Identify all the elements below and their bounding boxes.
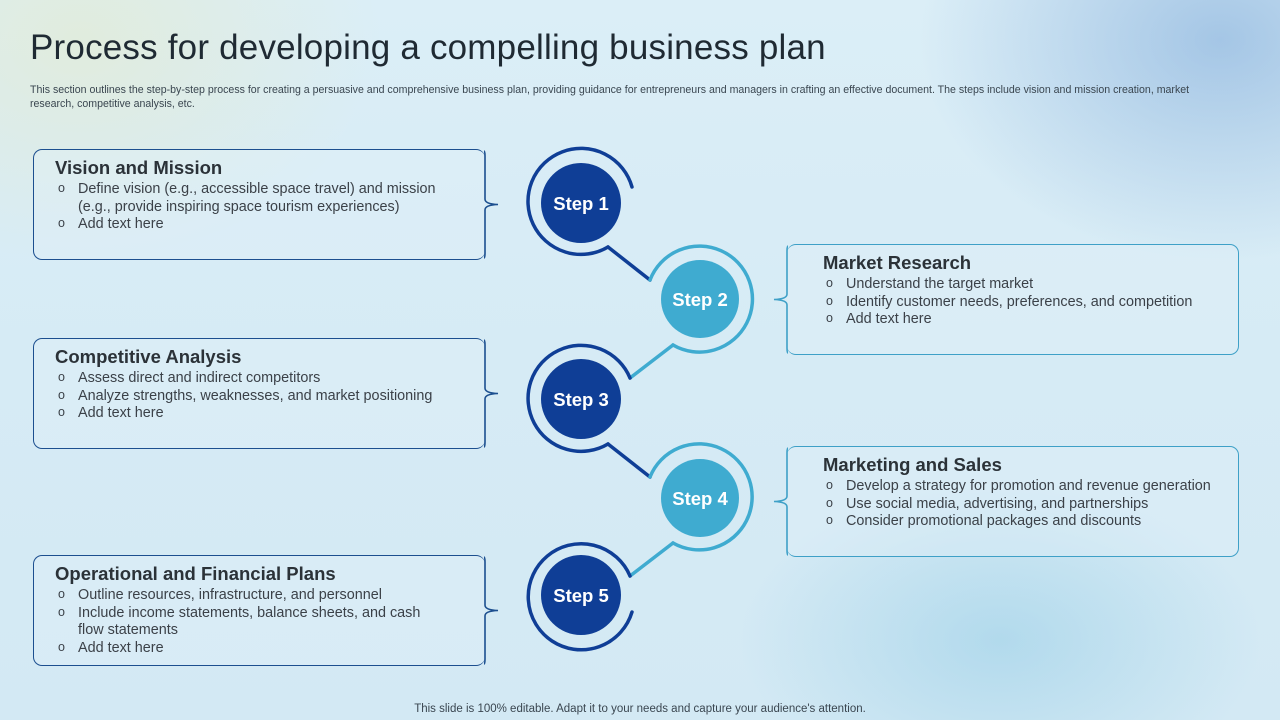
- list-item: Assess direct and indirect competitors: [55, 369, 445, 388]
- card-bullet-list: Assess direct and indirect competitors A…: [55, 369, 445, 423]
- connector-2-3: [628, 343, 675, 380]
- step-1-circle: [541, 163, 621, 243]
- card-operational-and-financial-plans: Operational and Financial Plans Outline …: [33, 555, 499, 666]
- step-2-circle: [661, 260, 739, 338]
- card-market-research: Market Research Understand the target ma…: [773, 244, 1239, 355]
- footer-note: This slide is 100% editable. Adapt it to…: [414, 703, 866, 715]
- list-item: Analyze strengths, weaknesses, and marke…: [55, 387, 445, 406]
- list-item: Add text here: [55, 639, 445, 658]
- step-4-circle: [661, 459, 739, 537]
- list-item: Add text here: [55, 215, 445, 234]
- card-bullet-list: Develop a strategy for promotion and rev…: [823, 477, 1218, 531]
- step-5-ring: [526, 542, 634, 652]
- card-heading: Marketing and Sales: [823, 454, 1002, 475]
- connector-1-2: [606, 245, 652, 282]
- card-bracket: [773, 245, 788, 354]
- list-item: Add text here: [823, 310, 1218, 329]
- card-heading: Vision and Mission: [55, 157, 223, 178]
- connector-4-5: [628, 541, 675, 578]
- card-bullet-list: Outline resources, infrastructure, and p…: [55, 586, 445, 658]
- list-item: Develop a strategy for promotion and rev…: [823, 477, 1218, 496]
- card-bullet-list: Understand the target market Identify cu…: [823, 275, 1218, 329]
- step-3-circle: [541, 359, 621, 439]
- card-bracket: [484, 150, 499, 259]
- step-4-label: Step 4: [672, 488, 728, 509]
- card-vision-and-mission: Vision and Mission Define vision (e.g., …: [33, 149, 499, 260]
- card-heading: Market Research: [823, 252, 972, 273]
- card-bracket: [484, 339, 499, 448]
- list-item: Define vision (e.g., accessible space tr…: [55, 180, 445, 216]
- card-marketing-and-sales: Marketing and Sales Develop a strategy f…: [773, 446, 1239, 557]
- card-heading: Competitive Analysis: [55, 346, 242, 367]
- step-4-ring: [648, 442, 754, 552]
- list-item: Understand the target market: [823, 275, 1218, 294]
- card-heading: Operational and Financial Plans: [55, 563, 336, 584]
- step-2-ring: [648, 244, 755, 354]
- list-item: Outline resources, infrastructure, and p…: [55, 586, 445, 605]
- list-item: Include income statements, balance sheet…: [55, 604, 445, 640]
- step-1-label: Step 1: [553, 193, 609, 214]
- list-item: Identify customer needs, preferences, an…: [823, 293, 1218, 312]
- card-bracket: [484, 556, 499, 665]
- step-2-label: Step 2: [672, 289, 728, 310]
- list-item: Add text here: [55, 404, 445, 423]
- card-bracket: [773, 447, 788, 556]
- card-competitive-analysis: Competitive Analysis Assess direct and i…: [33, 338, 499, 449]
- step-5-label: Step 5: [553, 585, 609, 606]
- connector-3-4: [606, 442, 652, 479]
- step-3-label: Step 3: [553, 389, 609, 410]
- step-5-circle: [541, 555, 621, 635]
- page-subtitle: This section outlines the step-by-step p…: [30, 84, 1190, 110]
- step-3-ring: [526, 343, 632, 454]
- page-title: Process for developing a compelling busi…: [30, 28, 826, 67]
- step-1-ring: [526, 146, 634, 257]
- card-bullet-list: Define vision (e.g., accessible space tr…: [55, 180, 445, 234]
- list-item: Consider promotional packages and discou…: [823, 512, 1218, 531]
- list-item: Use social media, advertising, and partn…: [823, 495, 1218, 514]
